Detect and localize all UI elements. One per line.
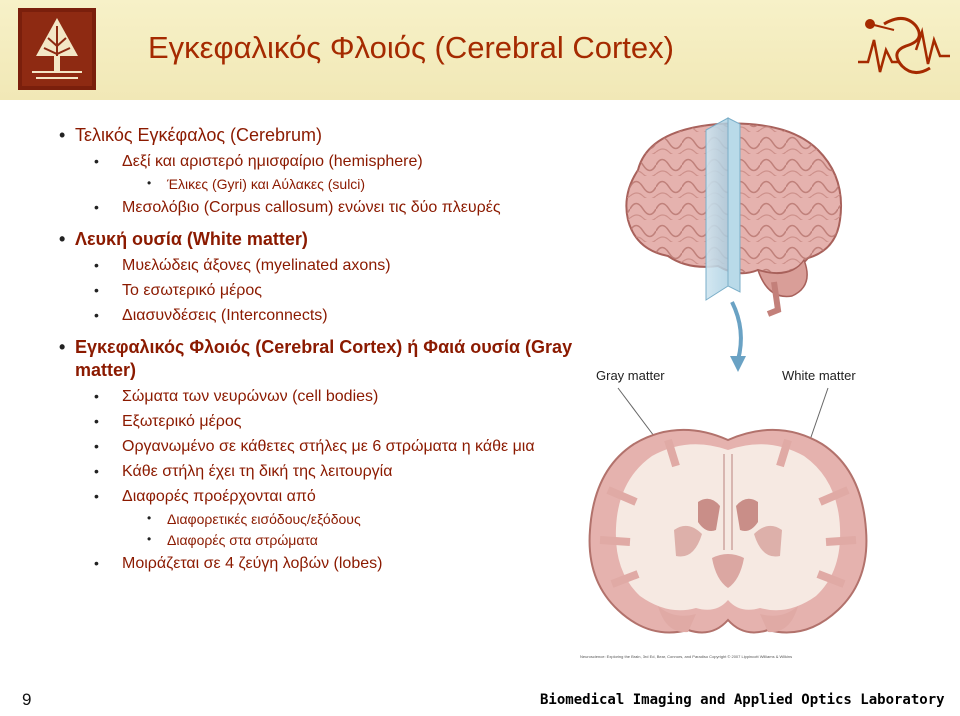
outline-item-text: Εξωτερικό μέρος [122,413,242,430]
outline-item-text: Μεσολόβιο (Corpus callosum) ενώνει τις δ… [122,199,501,216]
outline-item-level-2: • Δεξί και αριστερό ημισφαίριο (hemispher… [55,151,575,172]
bullet-icon: • [94,307,99,323]
white-matter-label: White matter [782,368,856,383]
outline-item-level-3: • Διαφορετικές εισόδους/εξόδους [55,510,575,528]
outline-item-text: Λευκή ουσία (White matter) [75,229,308,249]
outline-item-text: Μοιράζεται σε 4 ζεύγη λοβών (lobes) [122,555,383,572]
bullet-icon: • [147,511,152,525]
outline-item-level-2: • Κάθε στήλη έχει τη δική της λειτουργία [55,461,575,482]
university-tree-logo-icon [18,8,96,90]
bullet-icon: • [94,555,99,571]
bullet-icon: • [59,337,66,357]
slide-title: Εγκεφαλικός Φλοιός (Cerebral Cortex) [148,30,674,65]
brain-figure [588,117,868,634]
bullet-icon: • [94,257,99,273]
outline-item-level-1: • Εγκεφαλικός Φλοιός (Cerebral Cortex) ή … [55,336,575,382]
bullet-icon: • [94,282,99,298]
outline-item-level-2: • Μοιράζεται σε 4 ζεύγη λοβών (lobes) [55,553,575,574]
bullet-icon: • [94,438,99,454]
outline-item-level-2: • Το εσωτερικό μέρος [55,280,575,301]
bullet-icon: • [94,488,99,504]
lab-signal-logo-icon [858,17,950,74]
outline-item-level-1: • Λευκή ουσία (White matter) [55,228,575,251]
outline-item-text: Οργανωμένο σε κάθετες στήλες με 6 στρώμα… [122,438,535,455]
outline-item-level-2: • Διασυνδέσεις (Interconnects) [55,305,575,326]
outline-item-text: Σώματα των νευρώνων (cell bodies) [122,388,379,405]
outline-item-text: Κάθε στήλη έχει τη δική της λειτουργία [122,463,393,480]
outline-item-text: Διαφορές στα στρώματα [167,532,318,548]
coronal-plane-icon [705,117,741,301]
outline-item-level-2: • Διαφορές προέρχονται από [55,486,575,507]
outline-item-level-2: • Σώματα των νευρώνων (cell bodies) [55,386,575,407]
outline-item-text: Τελικός Εγκέφαλος (Cerebrum) [75,125,323,145]
outline-item-level-2: • Εξωτερικό μέρος [55,411,575,432]
outline-item-text: Το εσωτερικό μέρος [122,282,262,299]
page-number: 9 [22,690,32,709]
outline-item-text: Διαφορές προέρχονται από [122,488,316,505]
bullet-icon: • [94,413,99,429]
outline-item-text: Μυελώδεις άξονες (myelinated axons) [122,257,391,274]
outline-item-text: Δεξί και αριστερό ημισφαίριο (hemisphere… [122,153,423,170]
bullet-icon: • [59,229,66,249]
white-matter-pointer [809,387,829,441]
arrow-icon [730,301,743,361]
header-band [0,0,960,100]
outline-item-level-2: • Μυελώδεις άξονες (myelinated axons) [55,255,575,276]
outline-item-text: Διαφορετικές εισόδους/εξόδους [167,511,361,527]
gray-matter-label: Gray matter [596,368,665,383]
bullet-icon: • [94,463,99,479]
outline-item-text: Έλικες (Gyri) και Αύλακες (sulci) [167,176,366,192]
outline-item-level-2: • Μεσολόβιο (Corpus callosum) ενώνει τις … [55,197,575,218]
figure-credit: Neuroscience: Exploring the Brain, 3rd E… [580,654,793,659]
bullet-icon: • [94,388,99,404]
outline-list: • Τελικός Εγκέφαλος (Cerebrum) • Δεξί και α… [55,120,575,574]
outline-item-text: Διασυνδέσεις (Interconnects) [122,307,328,324]
outline-item-level-3: • Έλικες (Gyri) και Αύλακες (sulci) [55,175,575,193]
bullet-icon: • [94,153,99,169]
outline-item-text: Εγκεφαλικός Φλοιός (Cerebral Cortex) ή Φ… [75,337,573,380]
bullet-icon: • [59,125,66,145]
bullet-icon: • [147,176,152,190]
outline-item-level-2: • Οργανωμένο σε κάθετες στήλες με 6 στρώμ… [55,436,575,457]
outline-item-level-3: • Διαφορές στα στρώματα [55,531,575,549]
outline-item-level-1: • Τελικός Εγκέφαλος (Cerebrum) [55,124,575,147]
coronal-section-image [588,428,868,634]
bullet-icon: • [147,532,152,546]
bullet-icon: • [94,199,99,215]
lab-name: Biomedical Imaging and Applied Optics La… [540,692,945,708]
